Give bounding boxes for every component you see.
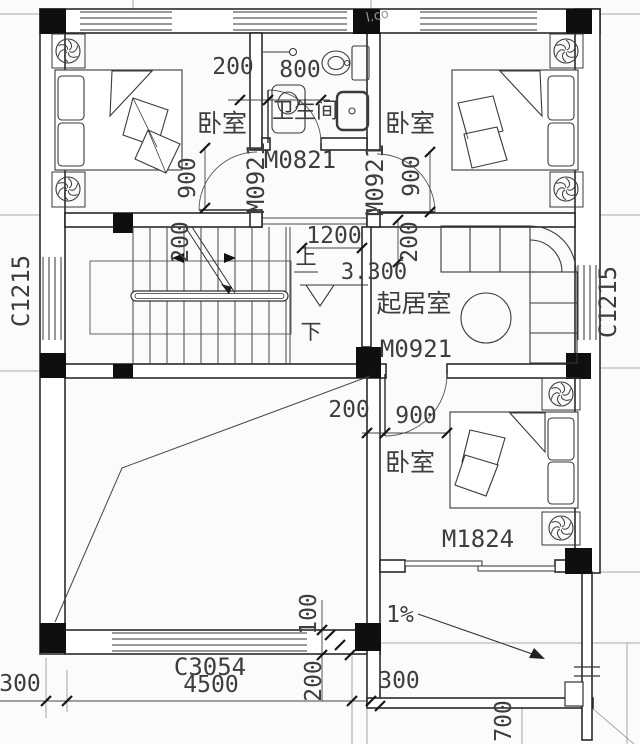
nightstands [51,33,584,546]
floor-drain [564,666,600,707]
wash-basin [271,84,306,134]
dim-300-terrace: 300 [378,668,420,694]
dimension-lines [0,99,447,702]
door-arc-bedroom-tr [376,153,436,213]
toilet-bowl [321,50,351,76]
bathroom-fixtures [263,45,370,134]
room-label-bedroom-tl: 卧室 [197,109,247,138]
level-marker [300,284,368,307]
sink-drain [348,107,356,115]
door-label-m0921-right: M0921 [361,144,389,216]
staircase [89,226,318,364]
door-label-m0921-living: M0921 [380,335,452,363]
dim-200-living-top: 200 [397,221,423,263]
room-label-living: 起居室 [376,289,451,318]
doors [198,89,556,572]
bed-top-left [54,69,183,174]
window-label-c1215-right: C1215 [594,266,622,338]
corner-sofa [440,225,578,364]
dim-800-bathroom-door: 800 [279,57,321,83]
window-glazing [42,11,597,652]
dim-4500-bottom: 4500 [183,672,238,698]
dim-1200-stair-opening: 1200 [306,223,361,249]
stair-up-label: 上 [296,245,317,269]
dim-arrow-left [172,253,184,263]
dim-arrow-right [224,253,236,263]
door-label-m1824: M1824 [442,525,514,553]
dim-900-door-tl: 900 [175,157,201,199]
structural-columns [40,9,592,653]
door-arc-bedroom-br [384,373,448,437]
dim-900-door-tr: 900 [399,155,425,197]
room-label-bedroom-tr: 卧室 [385,109,435,138]
bed-bottom-right [449,411,579,509]
sliding-door-m1824 [404,560,556,572]
stair-down-label: 下 [301,320,322,344]
dim-100-bottom: 100 [296,593,322,635]
round-table [460,292,512,344]
door-label-m0821: M0821 [264,146,336,174]
door-label-m0921-left: M0921 [242,142,270,214]
void-diagonal [54,375,371,623]
window-label-c3054: C3054 [174,653,246,681]
dim-200-bathroom-offset: 200 [212,54,254,80]
watermark-fragment: l.co [365,6,391,25]
level-label: 3.300 [341,260,407,285]
sink [335,90,370,132]
window-label-c1215-left: C1215 [7,255,35,327]
dim-200-bottom: 200 [301,660,327,702]
dim-200-door-br-offset: 200 [328,397,370,423]
slope-arrow [417,613,545,659]
dim-200-stair: 200 [168,221,194,263]
dim-900-door-br: 900 [395,403,437,429]
toilet-tank [351,45,370,81]
dim-300-left: 300 [0,671,41,697]
landing-edge-lines [262,217,367,225]
slope-label: 1% [386,602,414,628]
room-label-bathroom: 卫生间 [272,99,338,124]
dim-700-terrace: 700 [491,700,517,742]
room-label-bedroom-br: 卧室 [385,448,435,477]
bed-top-right [451,69,579,171]
door-arc-bedroom-tl [198,151,258,211]
